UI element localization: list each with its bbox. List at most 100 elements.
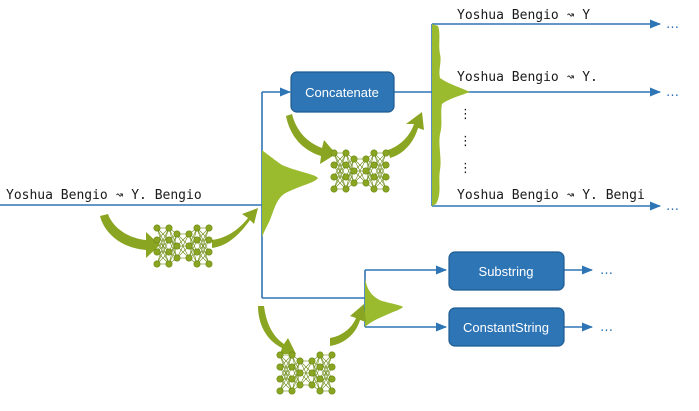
network-edge [353, 158, 367, 184]
network-node [205, 248, 213, 256]
network-node [288, 375, 296, 383]
network-node [173, 254, 181, 262]
network-edge [196, 227, 210, 265]
network-node [350, 155, 358, 163]
network-node [165, 260, 173, 268]
network-node [205, 224, 213, 232]
network-node [382, 149, 390, 157]
vertical-ellipsis-3: ⋮ [459, 161, 472, 176]
network-node [205, 260, 213, 268]
network-node [362, 167, 370, 175]
network-node [276, 351, 284, 359]
network-node [205, 236, 213, 244]
concatenate-box[interactable]: Concatenate [290, 71, 395, 113]
network-node [382, 161, 390, 169]
network-edge [299, 360, 313, 386]
network-node [165, 236, 173, 244]
network-edge [196, 239, 210, 265]
network-edge [365, 152, 375, 184]
network-edge [279, 366, 293, 392]
network-node [382, 173, 390, 181]
curved-arrow-out-network-3 [330, 304, 366, 346]
vertical-ellipsis-2: ⋮ [459, 134, 472, 149]
network-node [362, 179, 370, 187]
curved-arrow-into-network-3 [258, 306, 296, 354]
network-node [185, 242, 193, 250]
network-edge [168, 233, 178, 265]
network-node [276, 375, 284, 383]
network-node [173, 242, 181, 250]
network-node [342, 185, 350, 193]
network-node [328, 375, 336, 383]
network-node [193, 248, 201, 256]
network-edge [333, 164, 347, 190]
network-edge [333, 152, 347, 178]
input-example-text: Yoshua Bengio ↝ Y. Bengio [6, 188, 202, 203]
network-edge [345, 158, 355, 190]
candidate-text-3: Yoshua Bengio ↝ Y. Bengi [457, 188, 645, 203]
network-node [342, 173, 350, 181]
network-node [308, 381, 316, 389]
network-edge [319, 366, 333, 392]
network-node [185, 230, 193, 238]
network-edge [319, 354, 333, 380]
network-edge [196, 227, 210, 253]
network-node [316, 387, 324, 395]
network-edge [156, 239, 170, 265]
constantstring-label: ConstantString [463, 320, 549, 335]
network-node [330, 161, 338, 169]
distribution-curve-candidates [432, 24, 470, 206]
network-node [308, 357, 316, 365]
network-node [193, 224, 201, 232]
network-node [370, 149, 378, 157]
substring-box[interactable]: Substring [448, 251, 565, 291]
network-node [153, 260, 161, 268]
ellipsis-constantstring: … [600, 320, 613, 335]
network-node [296, 381, 304, 389]
curved-arrow-into-network-1 [100, 214, 160, 258]
network-node [153, 236, 161, 244]
network-node [370, 173, 378, 181]
network-edge [156, 227, 170, 265]
network-node [296, 369, 304, 377]
network-node [276, 363, 284, 371]
network-node [288, 363, 296, 371]
network-node [330, 149, 338, 157]
candidate-text-1: Yoshua Bengio ↝ Y [457, 8, 590, 23]
network-edge [319, 354, 333, 392]
neural-network-icon-1 [153, 224, 213, 268]
distribution-curve-lower [365, 278, 403, 327]
distribution-curve-main [262, 150, 318, 238]
network-node [165, 248, 173, 256]
network-node [288, 351, 296, 359]
network-node [153, 248, 161, 256]
network-node [382, 185, 390, 193]
network-node [342, 161, 350, 169]
network-edge [279, 354, 293, 392]
candidate-text-2: Yoshua Bengio ↝ Y. [457, 70, 598, 85]
network-node [370, 161, 378, 169]
network-node [153, 224, 161, 232]
network-node [362, 155, 370, 163]
network-edge [333, 152, 347, 190]
network-edge [373, 164, 387, 190]
network-node [316, 375, 324, 383]
curved-arrow-into-network-2 [286, 114, 336, 164]
network-node [193, 260, 201, 268]
network-edge [373, 152, 387, 178]
curved-arrow-out-network-1 [212, 208, 258, 248]
network-node [173, 230, 181, 238]
constantstring-box[interactable]: ConstantString [448, 307, 565, 347]
network-edge [279, 354, 293, 380]
network-node [316, 351, 324, 359]
network-edge [176, 233, 190, 259]
neural-network-icon-3 [276, 351, 336, 395]
ellipsis-substring: … [600, 263, 613, 278]
network-edge [291, 360, 301, 392]
substring-label: Substring [479, 264, 534, 279]
concatenate-label: Concatenate [305, 85, 379, 100]
neural-network-icon-2 [330, 149, 390, 193]
network-node [330, 173, 338, 181]
network-node [185, 254, 193, 262]
network-node [308, 369, 316, 377]
